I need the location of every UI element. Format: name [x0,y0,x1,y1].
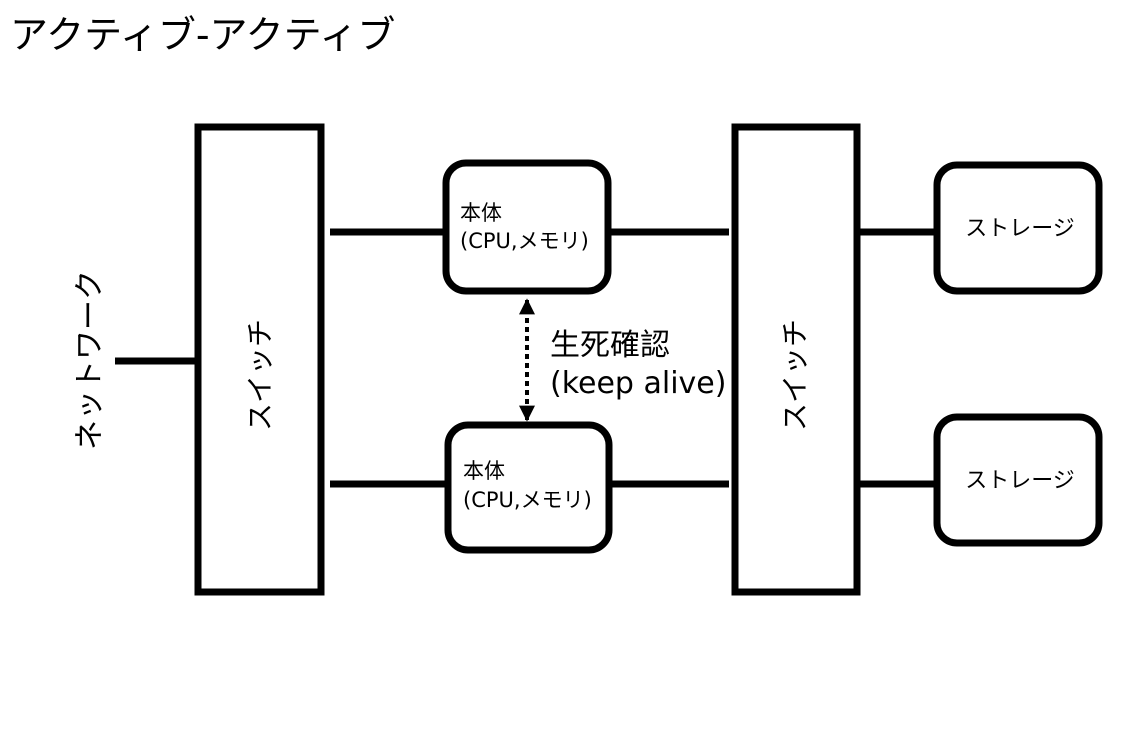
server-top-title: 本体 [460,201,502,225]
server-bottom-box [444,421,613,554]
heartbeat-label: 生死確認 [550,328,670,363]
storage-bottom: ストレージ [933,413,1103,547]
heartbeat-sublabel: (keep alive) [550,366,726,401]
right-switch: スイッチ [731,123,861,596]
right-switch-box [731,123,861,596]
network-label: ネットワーク [73,270,108,450]
storage-top: ストレージ [933,161,1103,295]
server-bottom: 本体 (CPU,メモリ) [444,421,613,554]
diagram-title: アクティブ-アクティブ [10,13,395,57]
right-switch-label: スイッチ [779,319,812,431]
storage-bottom-label: ストレージ [965,469,1075,494]
server-top-subtitle: (CPU,メモリ) [460,229,589,253]
left-switch-label: スイッチ [244,319,277,431]
left-switch-box [194,123,325,596]
server-top: 本体 (CPU,メモリ) [442,159,612,295]
storage-top-label: ストレージ [965,217,1075,242]
server-top-box [442,159,612,295]
storage-top-box [933,161,1103,295]
left-switch: スイッチ [194,123,325,596]
storage-bottom-box [933,413,1103,547]
server-bottom-subtitle: (CPU,メモリ) [463,488,592,512]
server-bottom-title: 本体 [463,459,505,483]
